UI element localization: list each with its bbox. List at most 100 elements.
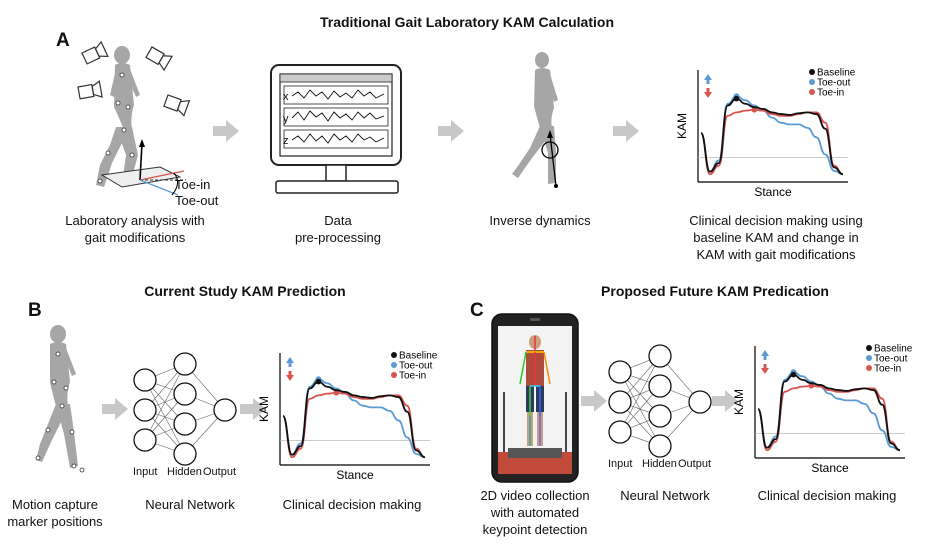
x-axis-label: Stance — [336, 468, 374, 482]
nn-caption-c: Neural Network — [620, 488, 710, 503]
arrow-right-icon — [712, 390, 738, 412]
section-a-title: Traditional Gait Laboratory KAM Calculat… — [319, 14, 615, 30]
step1-caption-l1: Laboratory analysis with — [65, 213, 205, 228]
arrow-right-icon — [213, 120, 239, 142]
peak-point — [808, 382, 815, 389]
motion-caption-l1: Motion capture — [12, 497, 98, 512]
output-node — [213, 398, 237, 422]
legend-marker — [809, 89, 815, 95]
neural-network-c — [608, 344, 712, 458]
legend-label: Baseline — [874, 344, 913, 355]
hidden-node — [173, 442, 197, 466]
monitor-axis-y: y — [283, 113, 289, 125]
series-line-baseline — [757, 373, 901, 452]
peak-point — [315, 378, 322, 385]
nn-input-label: Input — [133, 466, 158, 478]
nn-caption-b: Neural Network — [145, 497, 235, 512]
legend-label: Baseline — [399, 351, 438, 362]
neural-network-b — [133, 352, 237, 466]
legend-marker — [866, 365, 872, 371]
step3-caption: Inverse dynamics — [489, 213, 591, 228]
input-node — [133, 398, 157, 422]
output-node — [688, 390, 712, 414]
legend-marker — [809, 69, 815, 75]
nn-input-label: Input — [608, 458, 633, 470]
panel-label-b: B — [28, 300, 42, 321]
legend-marker — [809, 79, 815, 85]
x-axis-label: Stance — [754, 185, 792, 199]
legend-marker — [391, 362, 397, 368]
arrow-right-icon — [102, 398, 128, 420]
legend-label: Toe-in — [817, 88, 844, 99]
input-node — [608, 390, 632, 414]
video-caption-l1: 2D video collection — [480, 488, 590, 503]
arrow-up-icon — [761, 350, 769, 360]
hidden-node — [648, 404, 672, 428]
y-axis-label: KAM — [257, 396, 271, 422]
arrow-down-icon — [286, 371, 294, 381]
motion-caption-l2: marker positions — [7, 514, 103, 529]
monitor-axis-x: x — [283, 91, 289, 103]
series-line-baseline — [700, 97, 844, 176]
hidden-node — [648, 434, 672, 458]
legend-marker — [391, 352, 397, 358]
panel-label-c: C — [470, 300, 484, 321]
arrow-right-icon — [613, 120, 639, 142]
clin-caption-b: Clinical decision making — [282, 497, 422, 512]
legend-label: Toe-in — [399, 371, 426, 382]
step2-caption-l1: Data — [324, 213, 352, 228]
step4-caption-l3: KAM with gait modifications — [696, 247, 856, 262]
toe-in-label: Toe-in — [175, 177, 211, 192]
section-b-title: Current Study KAM Prediction — [144, 283, 346, 299]
input-node — [608, 420, 632, 444]
legend-marker — [866, 345, 872, 351]
motion-capture-figure — [35, 325, 85, 473]
arrow-down-icon — [704, 88, 712, 98]
nn-hidden-label: Hidden — [642, 458, 677, 470]
section-c-title: Proposed Future KAM Predication — [601, 283, 829, 299]
video-caption-l3: keypoint detection — [482, 522, 588, 537]
phone-video-icon — [491, 313, 579, 483]
hidden-node — [173, 352, 197, 376]
x-axis-label: Stance — [811, 461, 849, 475]
peak-point — [733, 95, 740, 102]
legend-label: Toe-out — [817, 78, 851, 89]
y-axis-label: KAM — [732, 389, 746, 415]
input-node — [608, 360, 632, 384]
monitor-icon — [270, 64, 402, 194]
arrow-right-icon — [240, 398, 266, 420]
nn-output-label: Output — [203, 466, 237, 478]
hidden-node — [648, 344, 672, 368]
arrow-right-icon — [581, 390, 607, 412]
step1-caption-l2: gait modifications — [84, 230, 186, 245]
nn-hidden-label: Hidden — [167, 466, 202, 478]
legend-label: Baseline — [817, 68, 856, 79]
input-node — [133, 368, 157, 392]
y-axis-label: KAM — [675, 113, 689, 139]
step4-caption-l1: Clinical decision making using — [689, 213, 863, 228]
panel-label-a: A — [56, 30, 70, 51]
legend-label: Toe-in — [874, 364, 901, 375]
legend-label: Toe-out — [874, 354, 908, 365]
legend-marker — [391, 372, 397, 378]
series-line-baseline — [282, 380, 426, 459]
lab-walker-figure — [77, 40, 191, 196]
monitor-axis-z: z — [283, 135, 289, 147]
clin-caption-c: Clinical decision making — [757, 488, 897, 503]
inverse-dynamics-figure — [512, 52, 559, 188]
legend-marker — [866, 355, 872, 361]
arrow-up-icon — [704, 74, 712, 84]
hidden-node — [648, 374, 672, 398]
toe-out-label: Toe-out — [175, 193, 219, 208]
legend-label: Toe-out — [399, 361, 433, 372]
step4-caption-l2: baseline KAM and change in — [693, 230, 859, 245]
peak-point — [333, 389, 340, 396]
hidden-node — [173, 382, 197, 406]
input-node — [133, 428, 157, 452]
arrow-down-icon — [761, 364, 769, 374]
peak-point — [790, 371, 797, 378]
nn-output-label: Output — [678, 458, 712, 470]
